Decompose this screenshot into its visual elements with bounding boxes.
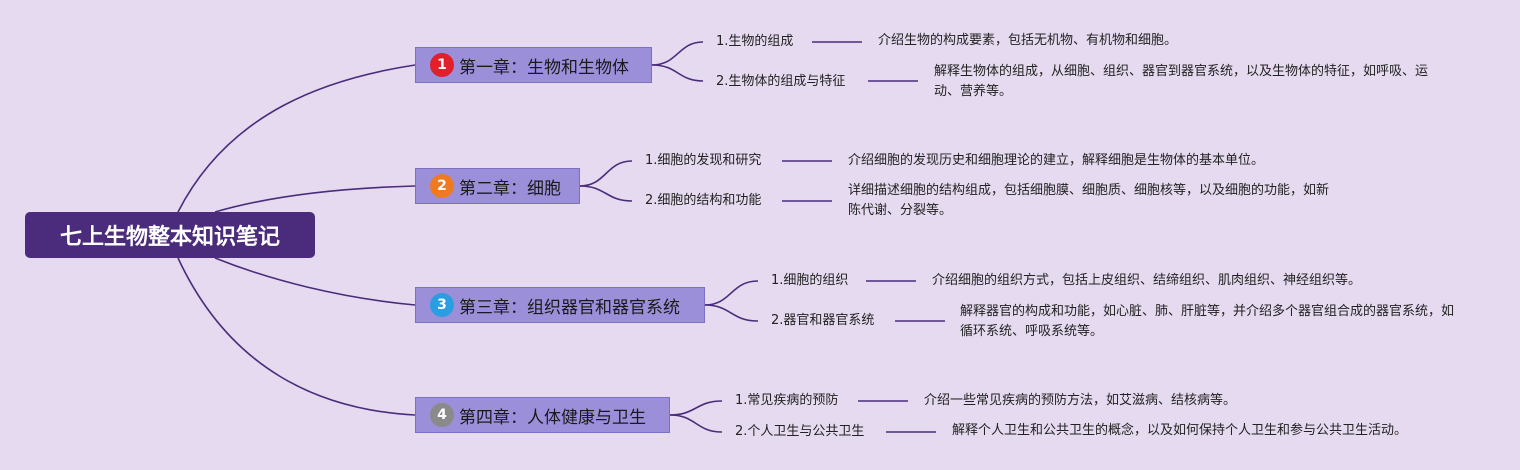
chapter-1-title: 第一章：生物和生物体 [459, 57, 629, 78]
section-4-1-desc: 介绍一些常见疾病的预防方法，如艾滋病、结核病等。 [924, 393, 1237, 408]
section-2-2[interactable]: 2.细胞的结构和功能 [645, 193, 762, 208]
link-ch4-sec1 [669, 400, 723, 416]
root-title: 七上生物整本知识笔记 [59, 225, 280, 250]
section-2-1-desc: 介绍细胞的发现历史和细胞理论的建立，解释细胞是生物体的基本单位。 [848, 153, 1265, 168]
link-ch4-sec2 [669, 414, 723, 433]
link-ch3-sec1 [704, 280, 759, 306]
link-root-ch3 [214, 257, 416, 306]
chapter-4-title: 第四章：人体健康与卫生 [459, 407, 646, 428]
link-root-ch1 [177, 64, 416, 213]
section-3-2-desc: 解释器官的构成和功能，如心脏、肺、肝脏等，并介绍多个器官组合成的器官系统，如循环… [960, 304, 1455, 339]
chapter-4-node[interactable]: 4 第四章：人体健康与卫生 [415, 397, 670, 433]
link-ch1-sec2 [651, 64, 704, 82]
chapter-1-node[interactable]: 1 第一章：生物和生物体 [415, 47, 652, 83]
section-1-1[interactable]: 1.生物的组成 [716, 34, 794, 49]
link-ch1-sec1 [651, 41, 704, 66]
section-1-2[interactable]: 2.生物体的组成与特征 [716, 74, 846, 89]
chapter-3-title: 第三章：组织器官和器官系统 [459, 297, 680, 318]
link-root-ch4 [177, 257, 416, 416]
section-2-2-desc: 详细描述细胞的结构组成，包括细胞膜、细胞质、细胞核等，以及细胞的功能，如新陈代谢… [848, 183, 1330, 218]
chapter-2-title: 第二章：细胞 [459, 178, 561, 199]
section-4-2[interactable]: 2.个人卫生与公共卫生 [735, 424, 865, 439]
chapter-1-badge: 1 [430, 53, 454, 77]
section-3-1[interactable]: 1.细胞的组织 [771, 273, 849, 288]
section-3-2[interactable]: 2.器官和器官系统 [771, 313, 875, 328]
chapter-3-node[interactable]: 3 第三章：组织器官和器官系统 [415, 287, 705, 323]
chapter-2-node[interactable]: 2 第二章：细胞 [415, 168, 580, 204]
link-ch2-sec1 [579, 160, 633, 187]
section-1-1-desc: 介绍生物的构成要素，包括无机物、有机物和细胞。 [878, 33, 1178, 48]
root-topic[interactable]: 七上生物整本知识笔记 [25, 212, 315, 258]
section-2-1[interactable]: 1.细胞的发现和研究 [645, 153, 762, 168]
section-4-1[interactable]: 1.常见疾病的预防 [735, 393, 839, 408]
link-ch3-sec2 [704, 304, 759, 322]
chapter-3-badge: 3 [430, 293, 454, 317]
section-4-2-desc: 解释个人卫生和公共卫生的概念，以及如何保持个人卫生和参与公共卫生活动。 [952, 423, 1408, 438]
section-3-1-desc: 介绍细胞的组织方式，包括上皮组织、结缔组织、肌肉组织、神经组织等。 [932, 273, 1362, 288]
link-root-ch2 [214, 185, 416, 213]
chapter-2-badge: 2 [430, 174, 454, 198]
link-ch2-sec2 [579, 185, 633, 202]
section-1-2-desc: 解释生物体的组成，从细胞、组织、器官到器官系统，以及生物体的特征，如呼吸、运动、… [934, 64, 1429, 99]
chapter-4-badge: 4 [430, 403, 454, 427]
